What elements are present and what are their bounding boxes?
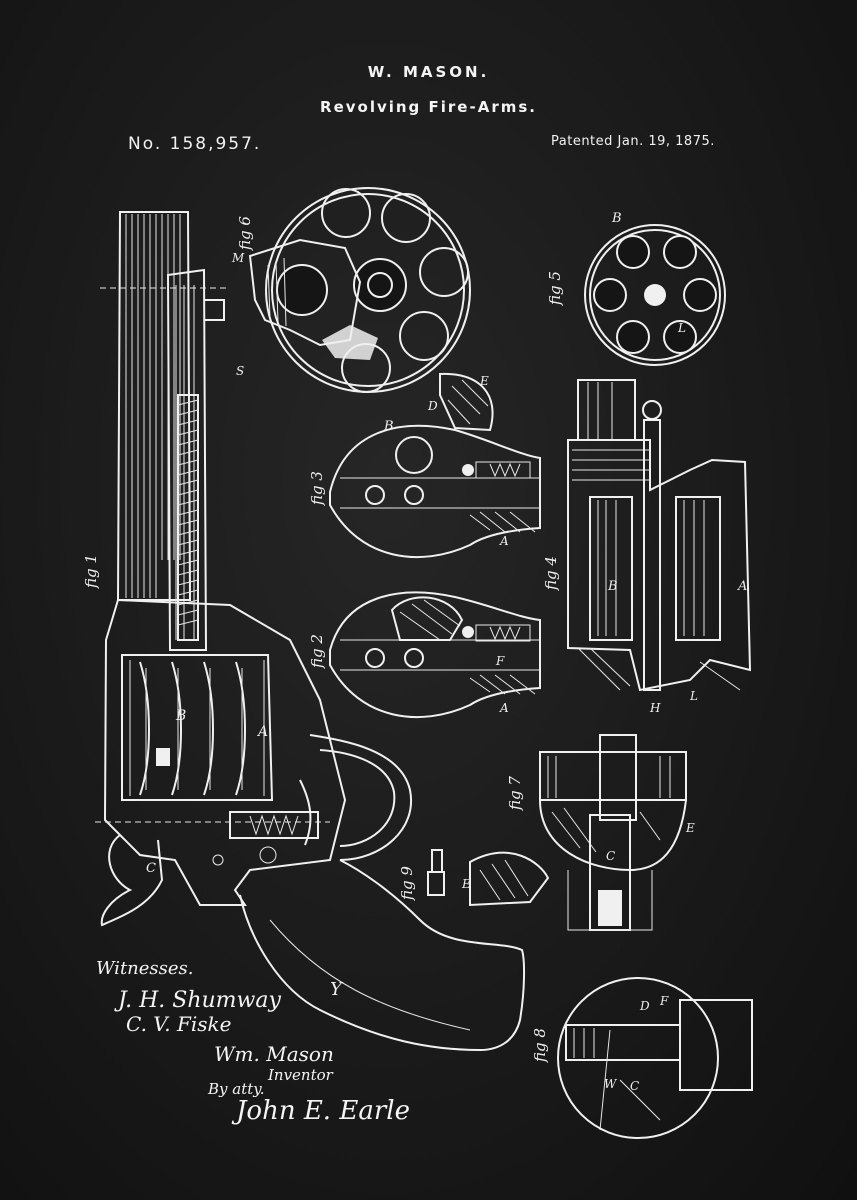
fig2-label-a: A <box>499 701 509 715</box>
fig5-label-l: L <box>677 321 686 335</box>
figure-label-fig1: fig 1 <box>82 554 100 589</box>
fig7-label-c: C <box>606 849 615 863</box>
fig3-label-b: B <box>383 419 394 434</box>
part-label-a: A <box>256 724 268 740</box>
patent-date: Patented Jan. 19, 1875. <box>551 134 715 149</box>
attorney-prefix: By atty. <box>208 1080 265 1098</box>
fig4-label-h: H <box>649 701 661 715</box>
witness-2-signature: C. V. Fiske <box>126 1012 232 1036</box>
revolver-side-view-drawing <box>95 211 526 1052</box>
part-label-s: S <box>236 364 244 378</box>
figure-label-fig6: fig 6 <box>236 216 254 251</box>
fig4-label-a: A <box>737 579 747 594</box>
part-label-c: C <box>146 861 156 876</box>
frame-section-fig3-drawing <box>329 372 541 559</box>
attorney-signature: John E. Earle <box>236 1096 410 1126</box>
fig4-label-b: B <box>607 579 618 594</box>
frame-section-fig2-drawing <box>329 591 541 719</box>
detail-fig9-drawing <box>427 849 550 907</box>
part-label-y: Y <box>330 979 344 1000</box>
inventor-header: W. MASON. <box>367 63 490 81</box>
witness-1-signature: J. H. Shumway <box>118 988 281 1013</box>
patent-title: Revolving Fire-Arms. <box>320 98 537 116</box>
cylinder-rear-view-drawing <box>248 187 471 393</box>
figure-label-fig5: fig 5 <box>546 271 564 306</box>
figure-label-fig7: fig 7 <box>506 776 524 811</box>
fig3-label-a: A <box>499 534 509 548</box>
fig8-label-c: C <box>630 1079 639 1093</box>
figure-label-fig3: fig 3 <box>308 471 326 506</box>
cylinder-section-fig4-drawing <box>567 379 752 692</box>
part-label-b: B <box>175 708 186 724</box>
fig8-label-d: D <box>639 999 650 1013</box>
detail-fig8-drawing <box>557 977 753 1139</box>
part-label-m: M <box>231 251 245 265</box>
fig8-label-f: F <box>659 994 669 1008</box>
figure-label-fig9: fig 9 <box>398 866 416 901</box>
patent-number: No. 158,957. <box>128 134 262 154</box>
witnesses-label: Witnesses. <box>96 958 194 979</box>
fig7-label-e: E <box>685 821 695 835</box>
fig3-label-e: E <box>479 374 489 388</box>
figure-label-fig8: fig 8 <box>531 1028 549 1063</box>
detail-fig7-drawing <box>539 734 687 931</box>
inventor-label: Inventor <box>268 1066 333 1084</box>
fig4-label-l: L <box>689 689 698 703</box>
cylinder-front-view-drawing <box>584 224 726 366</box>
fig8-label-w: W <box>604 1077 618 1091</box>
figure-label-fig2: fig 2 <box>308 634 326 669</box>
inventor-signature: Wm. Mason <box>214 1042 334 1066</box>
fig3-label-d: D <box>427 399 438 413</box>
fig5-label-b: B <box>611 211 622 226</box>
figure-label-fig4: fig 4 <box>542 556 560 591</box>
fig9-label-e: E <box>461 877 471 891</box>
fig2-label-f: F <box>495 654 505 668</box>
